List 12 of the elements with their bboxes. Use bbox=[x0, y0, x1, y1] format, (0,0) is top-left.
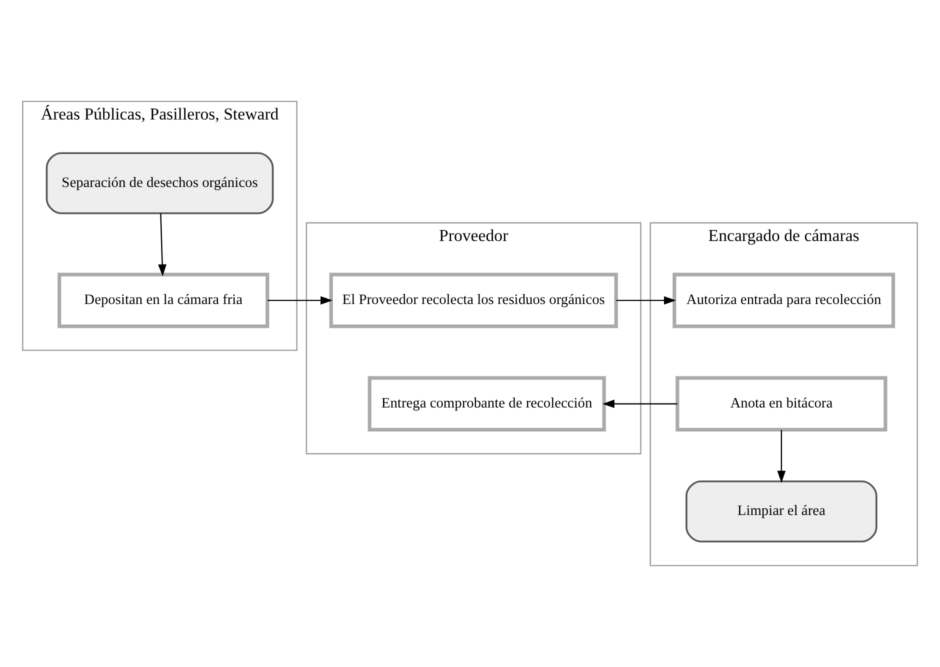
node-box: Autoriza entrada para recolección bbox=[672, 272, 896, 328]
node-box: Depositan en la cámara fria bbox=[58, 272, 270, 328]
arrow bbox=[158, 213, 166, 276]
arrow bbox=[616, 296, 676, 305]
node-box: Entrega comprobante de recolección bbox=[368, 376, 606, 432]
node-box: Separación de desechos orgánicos bbox=[46, 152, 274, 214]
node-box: Anota en bitácora bbox=[676, 376, 888, 432]
arrow bbox=[268, 296, 333, 305]
node-box: Limpiar el área bbox=[686, 480, 878, 542]
arrow bbox=[777, 430, 786, 483]
arrow bbox=[602, 400, 678, 408]
node-box: El Proveedor recolecta los residuos orgánicos bbox=[329, 272, 618, 328]
